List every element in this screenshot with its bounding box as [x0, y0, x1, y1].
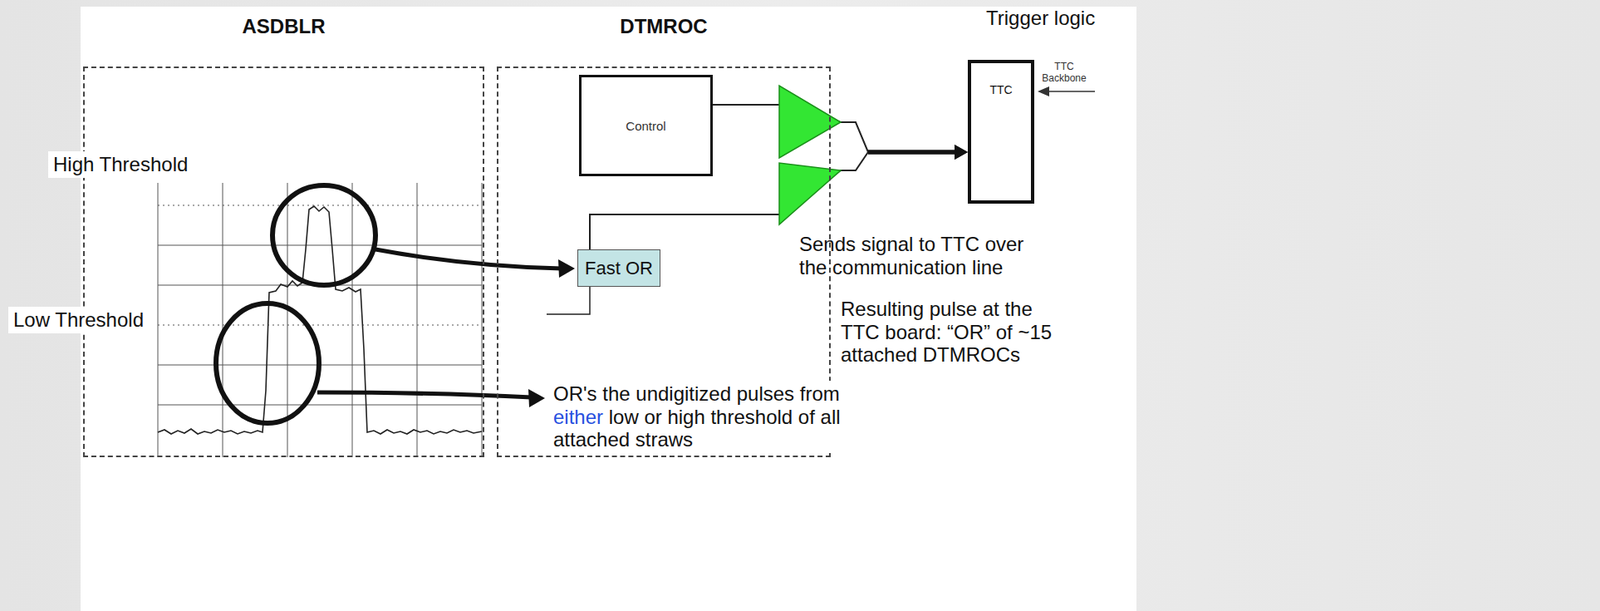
box-label: Control — [625, 118, 666, 133]
arrow-head — [954, 144, 968, 160]
fast-or-box: Fast OR — [577, 249, 661, 287]
connector-line — [712, 104, 957, 153]
backbone-arrow-head — [1037, 86, 1050, 97]
threshold-label: High Threshold — [48, 151, 193, 178]
connector-bus — [868, 150, 957, 155]
control-box: Control — [579, 74, 713, 177]
connector-bus — [868, 150, 957, 155]
heading: Trigger logic — [986, 6, 1095, 30]
high-threshold-circle — [272, 185, 376, 285]
driver-triangle — [779, 85, 841, 158]
low-threshold-circle — [215, 303, 320, 423]
connector — [712, 104, 968, 160]
box-label: Fast OR — [584, 257, 653, 280]
text-part: OR's the undigitized pulses from — [553, 382, 840, 405]
backbone-arrow — [1048, 90, 1095, 93]
arrow-head — [954, 144, 968, 160]
leader-line — [546, 286, 590, 315]
heading: DTMROC — [619, 14, 707, 39]
ttc-board: Trigger logicTTC — [967, 59, 1035, 204]
low-arrow — [317, 392, 532, 398]
high-arrow — [375, 249, 562, 269]
box-label: TTC — [989, 83, 1012, 97]
low-arrow-head — [528, 388, 545, 408]
note: Sends signal to TTC over the communicati… — [799, 232, 1057, 279]
waveform — [157, 206, 482, 434]
chip-region: ASDBLR — [83, 66, 485, 457]
threshold-label: Low Threshold — [8, 306, 149, 334]
driver-triangle — [779, 162, 841, 225]
heading: ASDBLR — [242, 14, 326, 39]
high-arrow-head — [558, 259, 575, 278]
scope-grid — [157, 182, 482, 457]
note: OR's the undigitized pulses from either … — [548, 380, 891, 453]
signal-name: TTC Backbone — [1038, 61, 1090, 85]
note: Resulting pulse at the TTC board: “OR” o… — [835, 295, 1079, 369]
highlight-word: either — [553, 405, 604, 428]
